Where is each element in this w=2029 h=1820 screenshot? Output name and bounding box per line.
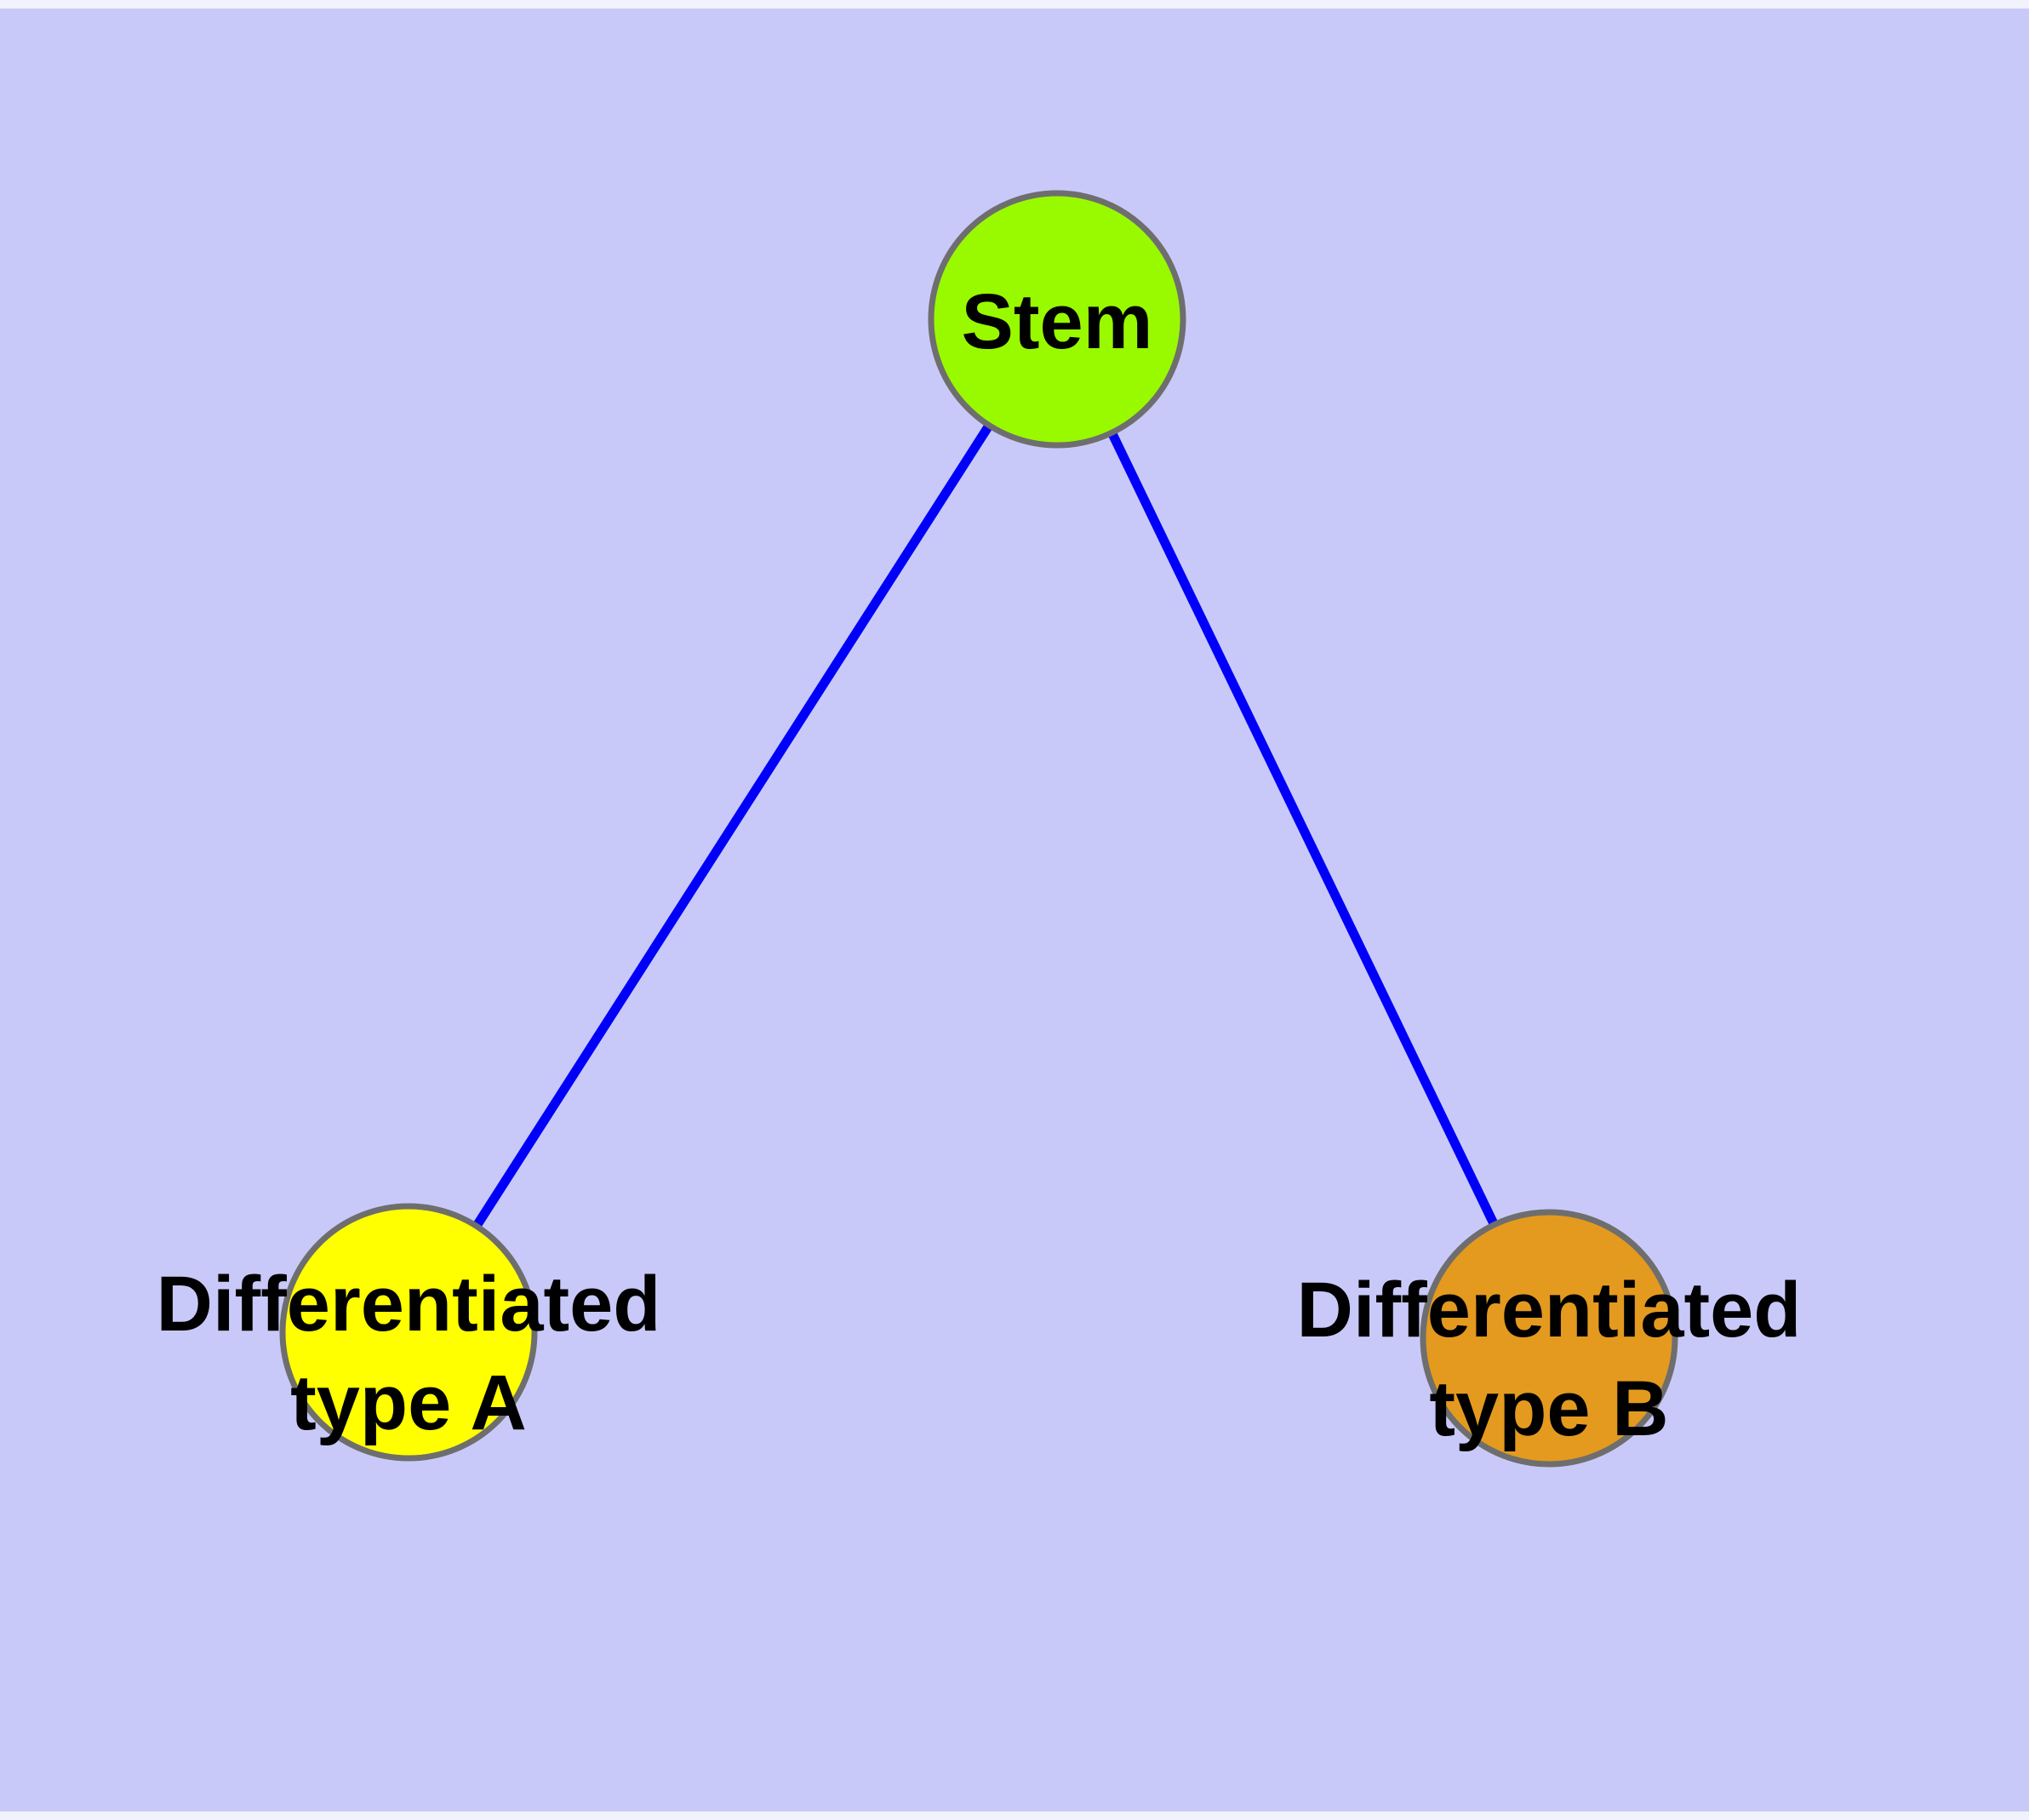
edge-stem-to-type-a [404,317,1061,1335]
node-stem-label: Stem [962,278,1153,365]
edge-stem-to-type-b [1053,317,1553,1341]
node-type-a-label-line2: type A [290,1359,527,1446]
node-type-b-label-line2: type B [1429,1365,1668,1452]
bottom-margin-strip [0,1811,2029,1820]
node-type-a-circle [279,1203,538,1462]
node-type-b-circle [1420,1209,1678,1468]
top-margin-strip [0,0,2029,9]
node-type-b-label-line1: Differentiated [1297,1267,1802,1354]
node-stem-circle [928,190,1186,449]
node-type-a-label-line1: Differentiated [157,1261,661,1348]
